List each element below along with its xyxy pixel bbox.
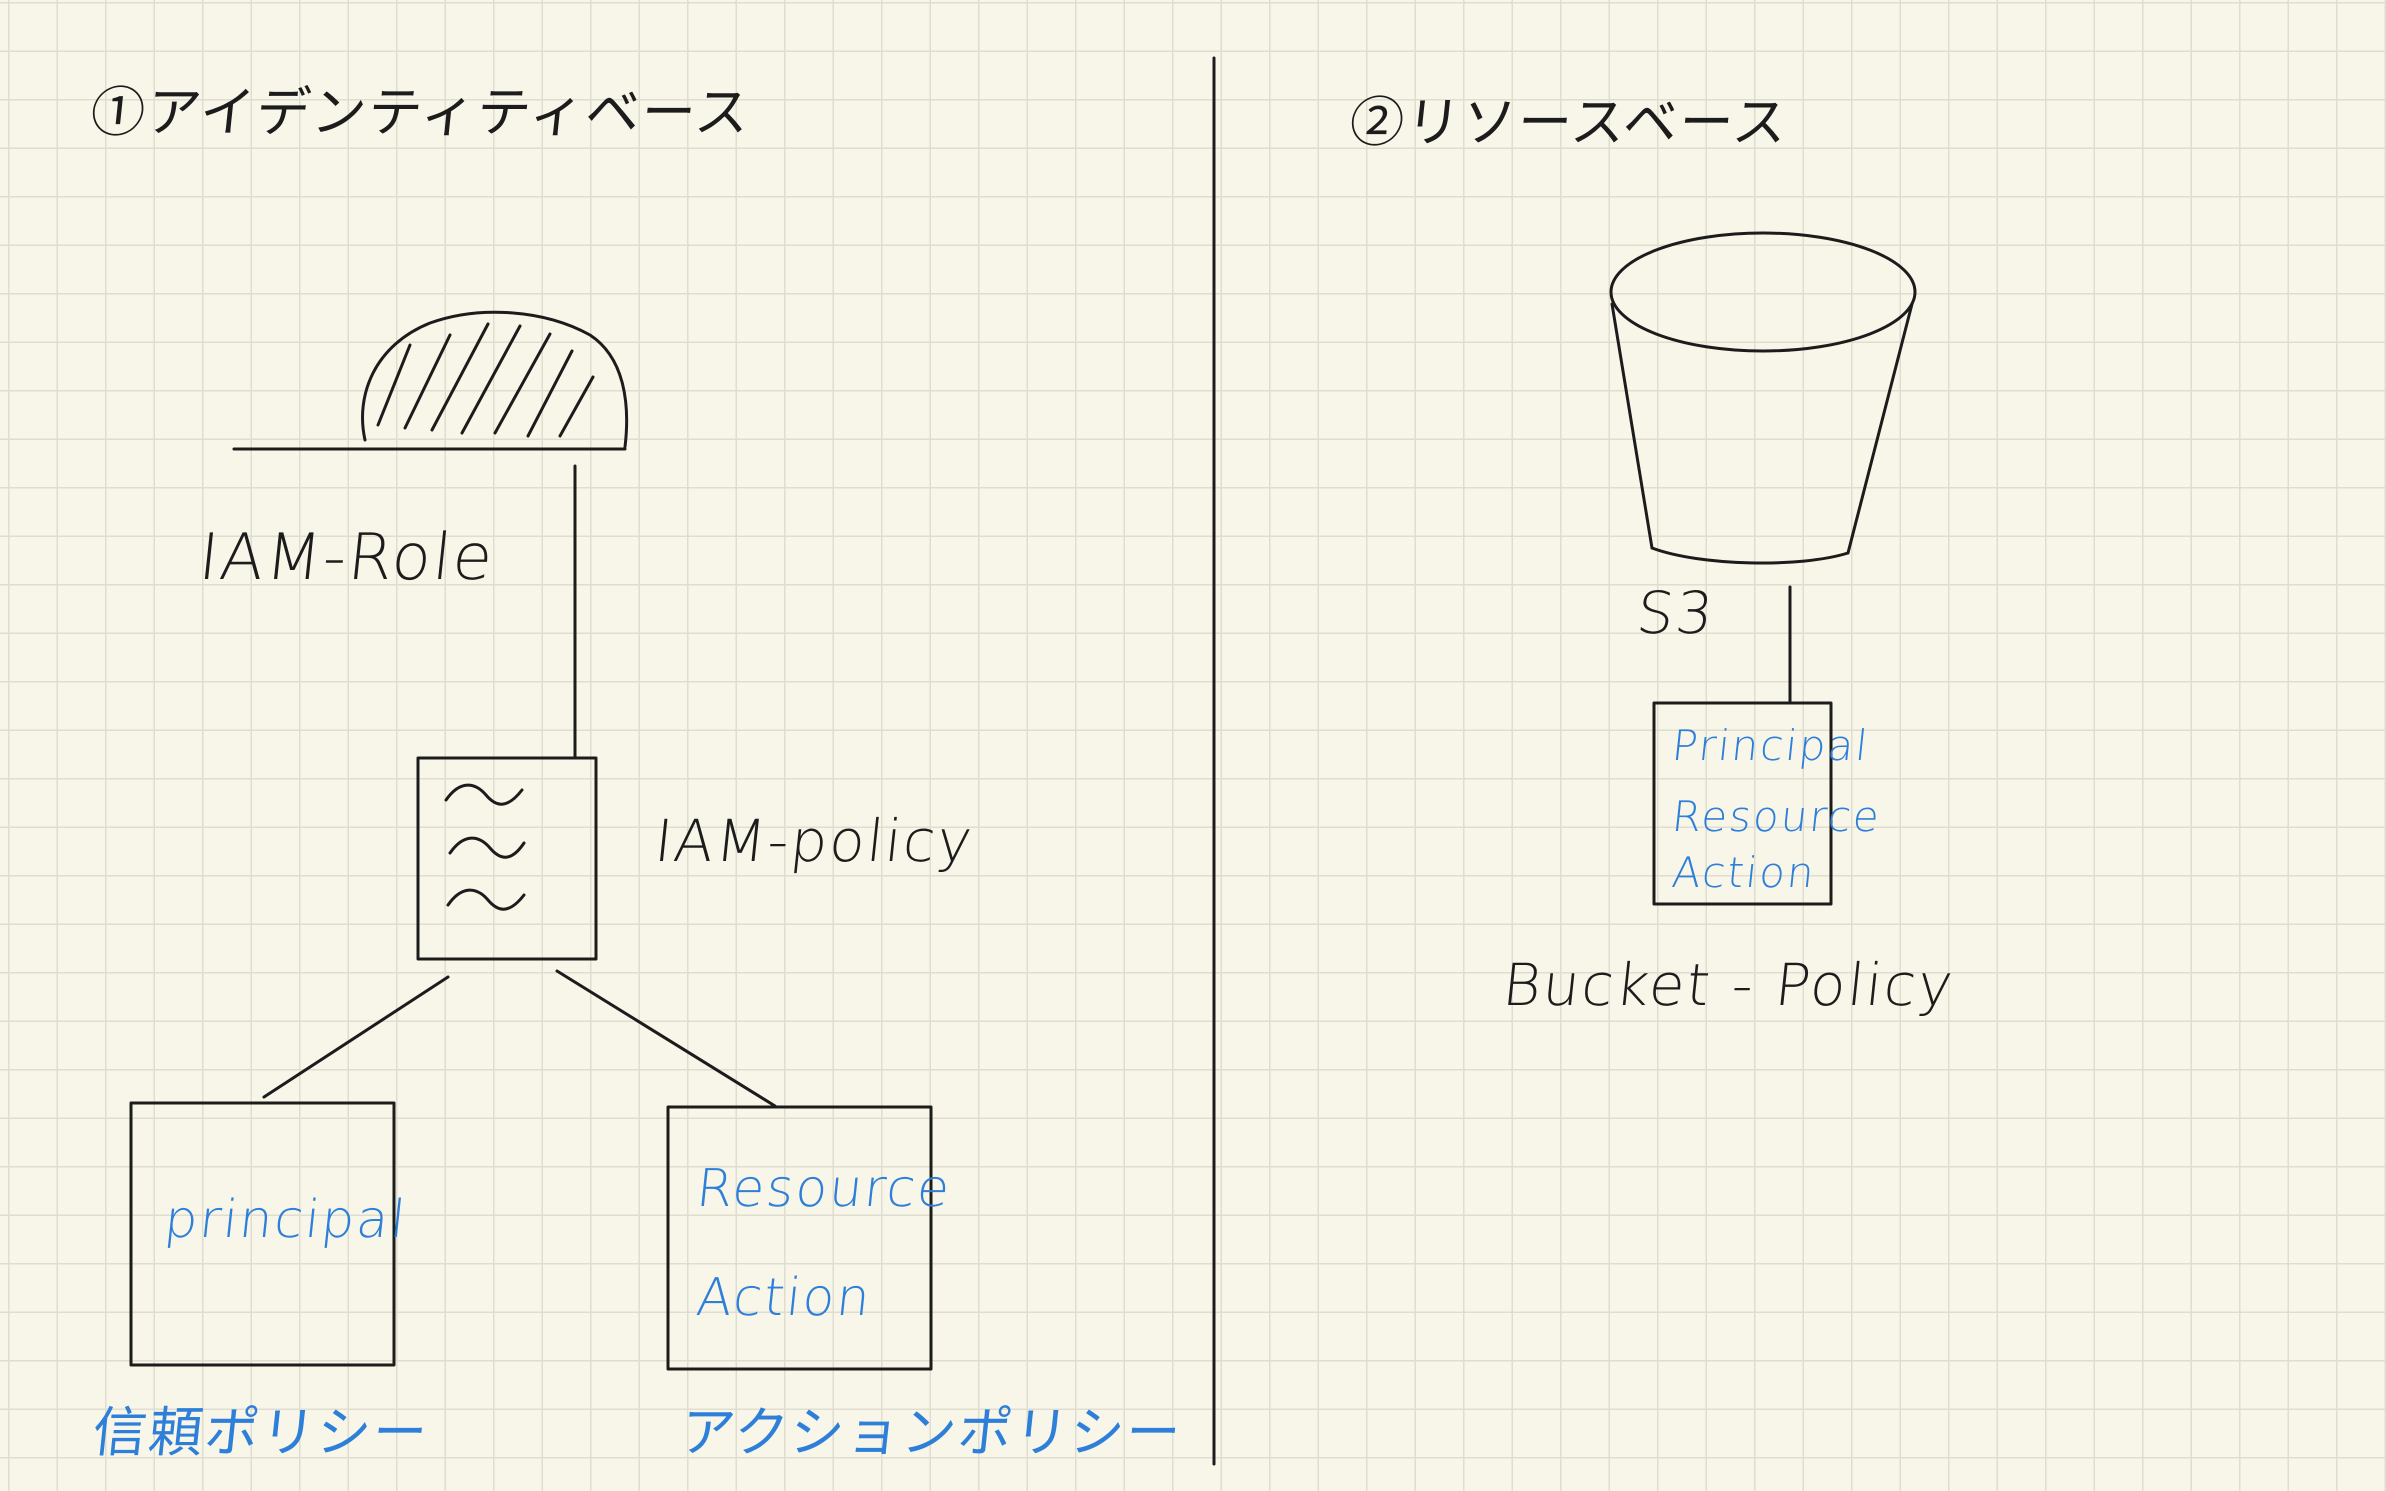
action-text: Action <box>693 1268 875 1328</box>
iam-role-label: IAM-Role <box>195 521 499 595</box>
bucket-principal-text: Principal <box>1669 721 1872 770</box>
trust-policy-box <box>129 1101 396 1367</box>
resource-text: Resource <box>693 1159 955 1219</box>
iam-policy-label: IAM-policy <box>651 807 978 875</box>
policy-action-connector <box>555 969 777 1108</box>
bucket-resource-text: Resource <box>1669 792 1884 841</box>
action-policy-box <box>666 1105 933 1371</box>
s3-label: S3 <box>1633 579 1719 647</box>
identity-based-heading: ①アイデンティティベース <box>87 81 755 144</box>
s3-bucket-icon <box>1609 231 1917 565</box>
action-policy-caption: アクションポリシー <box>677 1401 1186 1464</box>
bucket-policy-box <box>1652 701 1833 906</box>
policy-trust-connector <box>262 975 450 1099</box>
iam-role-helmet-icon <box>232 310 629 451</box>
resource-based-heading: ②リソースベース <box>1346 91 1793 154</box>
policy-document-icon <box>416 756 598 961</box>
bucket-action-text: Action <box>1669 848 1819 897</box>
principal-text: principal <box>161 1190 411 1250</box>
trust-policy-caption: 信頼ポリシー <box>89 1401 433 1464</box>
bucket-policy-label: Bucket - Policy <box>1499 951 1958 1019</box>
